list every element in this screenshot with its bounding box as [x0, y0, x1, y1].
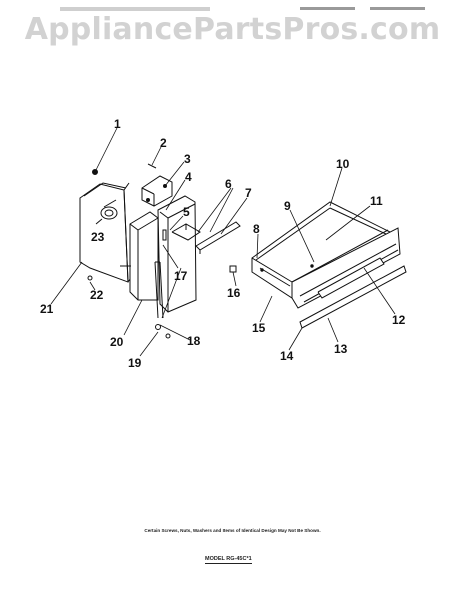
- callout-9: 9: [284, 199, 291, 213]
- callout-13: 13: [334, 342, 348, 356]
- callout-20: 20: [110, 335, 124, 349]
- motor-bracket-23: [95, 199, 118, 225]
- drawer-handle-13: [299, 265, 407, 329]
- callout-labels: 1 2 3 4 5 6 7 8 9 10 11 12 13 14 15 16 1…: [40, 117, 406, 370]
- glide-16: [229, 265, 237, 273]
- callout-12: 12: [392, 313, 406, 327]
- screw-parts: [87, 163, 171, 339]
- callout-11: 11: [370, 194, 383, 208]
- panel-4: [157, 195, 197, 313]
- rail-7: [195, 221, 241, 254]
- callout-4: 4: [185, 170, 192, 184]
- callout-5: 5: [183, 205, 190, 219]
- callout-1: 1: [114, 117, 121, 131]
- panel-20: [120, 211, 159, 301]
- callout-16: 16: [227, 286, 241, 300]
- callout-10: 10: [336, 157, 350, 171]
- callout-2: 2: [160, 136, 167, 150]
- drawer-front-12: [291, 227, 401, 309]
- callout-8: 8: [253, 222, 260, 236]
- leader-lines: [50, 127, 396, 357]
- callout-22: 22: [90, 288, 104, 302]
- callout-14: 14: [280, 349, 294, 363]
- callout-19: 19: [128, 356, 142, 370]
- callout-15: 15: [252, 321, 266, 335]
- model-number: MODEL RG-45C*1: [205, 556, 252, 564]
- bracket-3: [141, 175, 173, 207]
- footnote-text: Certain Screws, Nuts, Washers and Items …: [144, 528, 321, 533]
- callout-17: 17: [174, 269, 188, 283]
- side-panel-21: [79, 182, 134, 283]
- callout-7: 7: [245, 186, 252, 200]
- top-header-bar: [0, 0, 465, 11]
- callout-6: 6: [225, 177, 232, 191]
- callout-18: 18: [187, 334, 201, 348]
- callout-3: 3: [184, 152, 191, 166]
- watermark-logo: AppliancePartsPros.com: [24, 12, 441, 47]
- callout-23: 23: [91, 230, 105, 244]
- rod-17: [154, 261, 164, 319]
- callout-21: 21: [40, 302, 54, 316]
- bracket-6: [171, 223, 201, 241]
